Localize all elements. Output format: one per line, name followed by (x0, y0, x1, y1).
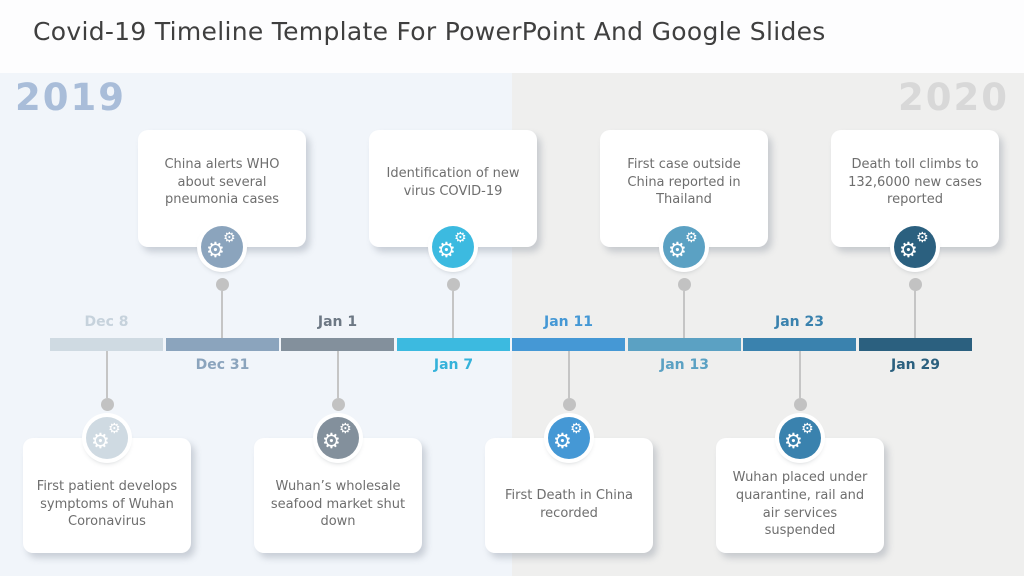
timeline-segment-dec31[interactable] (166, 338, 279, 351)
gear-icon: ⚙ (570, 421, 583, 437)
event-text: First Death in China recorded (504, 487, 634, 521)
page-title: Covid-19 Timeline Template For PowerPoin… (33, 17, 826, 46)
event-text: First case outside China reported in Tha… (627, 157, 741, 208)
event-card-jan13[interactable]: First case outside China reported in Tha… (600, 130, 768, 268)
event-card-jan7[interactable]: Identification of new virus COVID-19 ⚙ ⚙ (369, 130, 537, 268)
date-label-dec31: Dec 31 (195, 357, 250, 373)
event-text: Wuhan’s wholesale seafood market shut do… (270, 479, 406, 530)
event-text: First patient develops symptoms of Wuhan… (36, 479, 178, 530)
gear-icon: ⚙ (108, 421, 121, 437)
gear-icon: ⚙ (454, 230, 467, 246)
gear-icon: ⚙ (668, 238, 687, 262)
gear-icon: ⚙ (801, 421, 814, 437)
gear-icon: ⚙ (339, 421, 352, 437)
event-card-jan11[interactable]: First Death in China recorded ⚙ ⚙ (485, 417, 653, 553)
virus-gears-icon: ⚙ ⚙ (201, 226, 243, 268)
virus-gears-icon: ⚙ ⚙ (779, 417, 821, 459)
gear-icon: ⚙ (685, 230, 698, 246)
date-label-jan29: Jan 29 (891, 357, 940, 373)
event-card-jan23[interactable]: Wuhan placed under quarantine, rail and … (716, 417, 884, 553)
year-label-2020: 2020 (898, 76, 1009, 119)
date-label-jan13: Jan 13 (660, 357, 709, 373)
date-label-jan23: Jan 23 (775, 314, 824, 330)
gear-icon: ⚙ (206, 238, 225, 262)
virus-gears-icon: ⚙ ⚙ (86, 417, 128, 459)
timeline-segment-jan23[interactable] (743, 338, 856, 351)
timeline-segment-dec8[interactable] (50, 338, 163, 351)
virus-gears-icon: ⚙ ⚙ (663, 226, 705, 268)
virus-gears-icon: ⚙ ⚙ (894, 226, 936, 268)
date-label-jan11: Jan 11 (544, 314, 593, 330)
gear-icon: ⚙ (437, 238, 456, 262)
gear-icon: ⚙ (223, 230, 236, 246)
timeline-segment-jan29[interactable] (859, 338, 972, 351)
date-label-jan1: Jan 1 (317, 314, 358, 330)
gear-icon: ⚙ (916, 230, 929, 246)
gear-icon: ⚙ (784, 429, 803, 453)
event-text: Identification of new virus COVID-19 (386, 165, 520, 199)
timeline-segment-jan13[interactable] (628, 338, 741, 351)
event-card-dec8[interactable]: First patient develops symptoms of Wuhan… (23, 417, 191, 553)
virus-gears-icon: ⚙ ⚙ (548, 417, 590, 459)
timeline-segment-jan11[interactable] (512, 338, 625, 351)
timeline-segment-jan7[interactable] (397, 338, 510, 351)
date-label-jan7: Jan 7 (433, 357, 474, 373)
event-card-jan1[interactable]: Wuhan’s wholesale seafood market shut do… (254, 417, 422, 553)
year-label-2019: 2019 (15, 76, 126, 119)
gear-icon: ⚙ (322, 429, 341, 453)
event-card-dec31[interactable]: China alerts WHO about several pneumonia… (138, 130, 306, 268)
event-text: Wuhan placed under quarantine, rail and … (732, 470, 868, 539)
event-text: Death toll climbs to 132,6000 new cases … (848, 157, 982, 208)
virus-gears-icon: ⚙ ⚙ (432, 226, 474, 268)
gear-icon: ⚙ (91, 429, 110, 453)
date-label-dec8: Dec 8 (84, 314, 129, 330)
virus-gears-icon: ⚙ ⚙ (317, 417, 359, 459)
gear-icon: ⚙ (899, 238, 918, 262)
event-card-jan29[interactable]: Death toll climbs to 132,6000 new cases … (831, 130, 999, 268)
timeline-segment-jan1[interactable] (281, 338, 394, 351)
gear-icon: ⚙ (553, 429, 572, 453)
event-text: China alerts WHO about several pneumonia… (164, 157, 280, 208)
